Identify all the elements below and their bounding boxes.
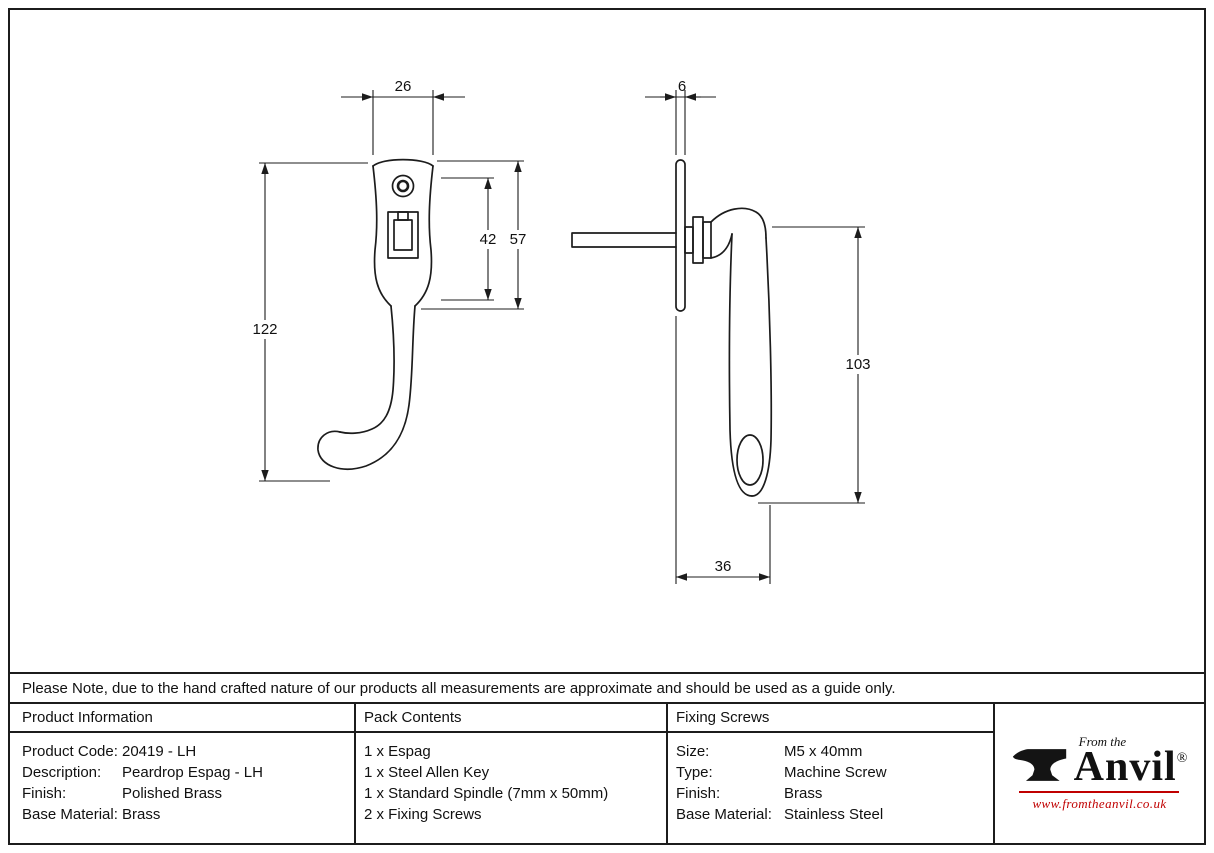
dim-label-handle-length: 103 (845, 356, 870, 373)
row-value: 20419 - LH (122, 743, 197, 760)
product-information-body: Product Code: 20419 - LH Description: Pe… (10, 733, 354, 825)
dim-label-overall-height: 122 (252, 321, 277, 338)
front-handle-outer-edge (317, 305, 416, 470)
fixing-screws-column: Fixing Screws Size: M5 x 40mm Type: Mach… (668, 704, 995, 843)
row-value: Stainless Steel (784, 806, 884, 823)
pack-item: 1 x Espag (364, 743, 431, 760)
dimension-labels: 26 42 57 122 6 103 36 (247, 78, 877, 575)
front-handle-inner-edge (339, 305, 395, 435)
dim-label-plate-height: 57 (510, 231, 527, 248)
dim-label-projection: 36 (715, 558, 732, 575)
dim-label-keep-height: 42 (480, 231, 497, 248)
row-label: Size: (676, 743, 710, 760)
collar-step-3 (702, 221, 712, 259)
logo-cell: From the Anvil® www.fromtheanvil.co.uk (995, 704, 1204, 843)
pack-contents-body: 1 x Espag 1 x Steel Allen Key 1 x Standa… (356, 733, 666, 825)
note-row: Please Note, due to the hand crafted nat… (10, 672, 1204, 704)
brand-logo: From the Anvil® www.fromtheanvil.co.uk (1011, 735, 1189, 812)
logo-tagline: From the (1078, 734, 1127, 750)
row-value: Polished Brass (122, 785, 223, 802)
row-value: Brass (784, 785, 823, 802)
front-plate-right-edge (414, 165, 434, 307)
row-label: Base Material: (676, 806, 772, 823)
product-information-header: Product Information (10, 704, 354, 733)
row-value: M5 x 40mm (784, 743, 863, 760)
row-label: Description: (22, 764, 102, 781)
table-row: Product Code: 20419 - LH (22, 741, 348, 762)
logo-words: From the Anvil® (1074, 734, 1189, 788)
info-table: Product Information Product Code: 20419 … (10, 704, 1204, 843)
front-plate-left-edge (372, 165, 392, 307)
row-label: Type: (676, 764, 713, 781)
table-row: Finish: Polished Brass (22, 783, 348, 804)
fixing-screws-body: Size: M5 x 40mm Type: Machine Screw Fini… (668, 733, 993, 825)
table-row: Size: M5 x 40mm (676, 741, 987, 762)
dim-plate-width (341, 90, 465, 155)
page-border (8, 8, 1206, 845)
registered-mark: ® (1176, 751, 1189, 767)
pack-item: 1 x Steel Allen Key (364, 764, 490, 781)
logo-brand: Anvil® (1074, 746, 1189, 788)
row-value: Machine Screw (784, 764, 887, 781)
logo-rule (1019, 790, 1180, 793)
dim-label-plate-width: 26 (395, 78, 412, 95)
table-row: Description: Peardrop Espag - LH (22, 762, 348, 783)
table-row: Base Material: Stainless Steel (676, 804, 987, 825)
side-handle-top-edge (710, 207, 767, 239)
screw-hole-outer (391, 174, 415, 198)
dim-label-rose-thickness: 6 (678, 78, 686, 95)
note-text: Please Note, due to the hand crafted nat… (22, 679, 896, 697)
pack-item: 1 x Standard Spindle (7mm x 50mm) (364, 785, 609, 802)
table-row: Base Material: Brass (22, 804, 348, 825)
logo-brand-text: Anvil (1073, 744, 1177, 791)
fixing-screws-header: Fixing Screws (668, 704, 993, 733)
side-handle-right-edge (751, 237, 773, 497)
table-row: Type: Machine Screw (676, 762, 987, 783)
side-handle-tip-ellipse (736, 434, 764, 486)
row-value: Brass (122, 806, 161, 823)
logo-top: From the Anvil® (1011, 734, 1189, 788)
side-handle-left-edge (728, 233, 753, 497)
anvil-icon (1012, 748, 1066, 781)
screw-hole-inner (396, 179, 410, 193)
front-view (317, 158, 434, 470)
dim-projection (675, 316, 771, 584)
pack-contents-header: Pack Contents (356, 704, 666, 733)
row-label: Finish: (22, 785, 67, 802)
row-label: Base Material: (22, 806, 118, 823)
row-label: Product Code: (22, 743, 118, 760)
pack-contents-column: Pack Contents 1 x Espag 1 x Steel Allen … (356, 704, 668, 843)
spindle-aperture-tab (397, 211, 409, 221)
dim-rose-thickness (645, 90, 716, 155)
product-information-column: Product Information Product Code: 20419 … (10, 704, 356, 843)
row-value: Peardrop Espag - LH (122, 764, 263, 781)
row-label: Finish: (676, 785, 721, 802)
table-row: Finish: Brass (676, 783, 987, 804)
front-plate-top-edge (372, 158, 434, 167)
side-view (571, 159, 773, 497)
logo-url: www.fromtheanvil.co.uk (1032, 795, 1167, 811)
pack-item: 2 x Fixing Screws (364, 806, 482, 823)
spindle-bar (571, 232, 677, 248)
